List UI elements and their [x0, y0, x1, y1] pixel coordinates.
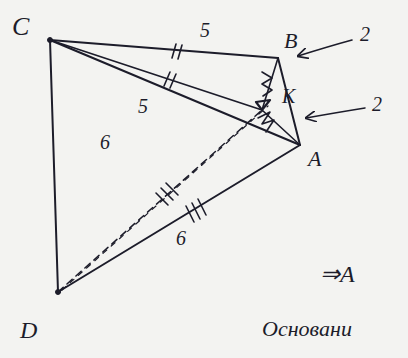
- tick-marks: [172, 44, 182, 59]
- angle-mark: [262, 72, 272, 96]
- segment-dk-dashed-2: [62, 106, 268, 290]
- tick-marks: [164, 72, 176, 88]
- point-label: D: [20, 318, 37, 342]
- point-label: C: [12, 14, 29, 40]
- length-label: 6: [176, 228, 186, 248]
- segment-ca: [50, 40, 300, 145]
- point-label: A: [308, 148, 321, 170]
- point-dot: [56, 290, 61, 295]
- pointer-arrow: [306, 108, 365, 118]
- point-k-mark: [256, 100, 270, 110]
- segment-da: [58, 145, 300, 292]
- segment-ba: [278, 58, 300, 145]
- tick-marks: [156, 183, 178, 205]
- segment-dk-dashed: [58, 110, 262, 292]
- note-text: Основани: [262, 318, 352, 340]
- pointer-arrow: [298, 40, 352, 56]
- angle-mark: [258, 112, 274, 132]
- segment-ck: [50, 40, 262, 110]
- point-label: B: [284, 30, 297, 52]
- length-label: 5: [138, 96, 148, 116]
- note-text: ⇒A: [320, 262, 355, 286]
- point-dot: [48, 38, 53, 43]
- length-label: 5: [200, 20, 210, 40]
- length-label: 6: [100, 132, 110, 152]
- callout-number: 2: [360, 24, 370, 44]
- point-label: K: [282, 86, 295, 106]
- tick-marks: [186, 199, 206, 222]
- callout-number: 2: [372, 94, 382, 114]
- segment-cd: [50, 40, 58, 292]
